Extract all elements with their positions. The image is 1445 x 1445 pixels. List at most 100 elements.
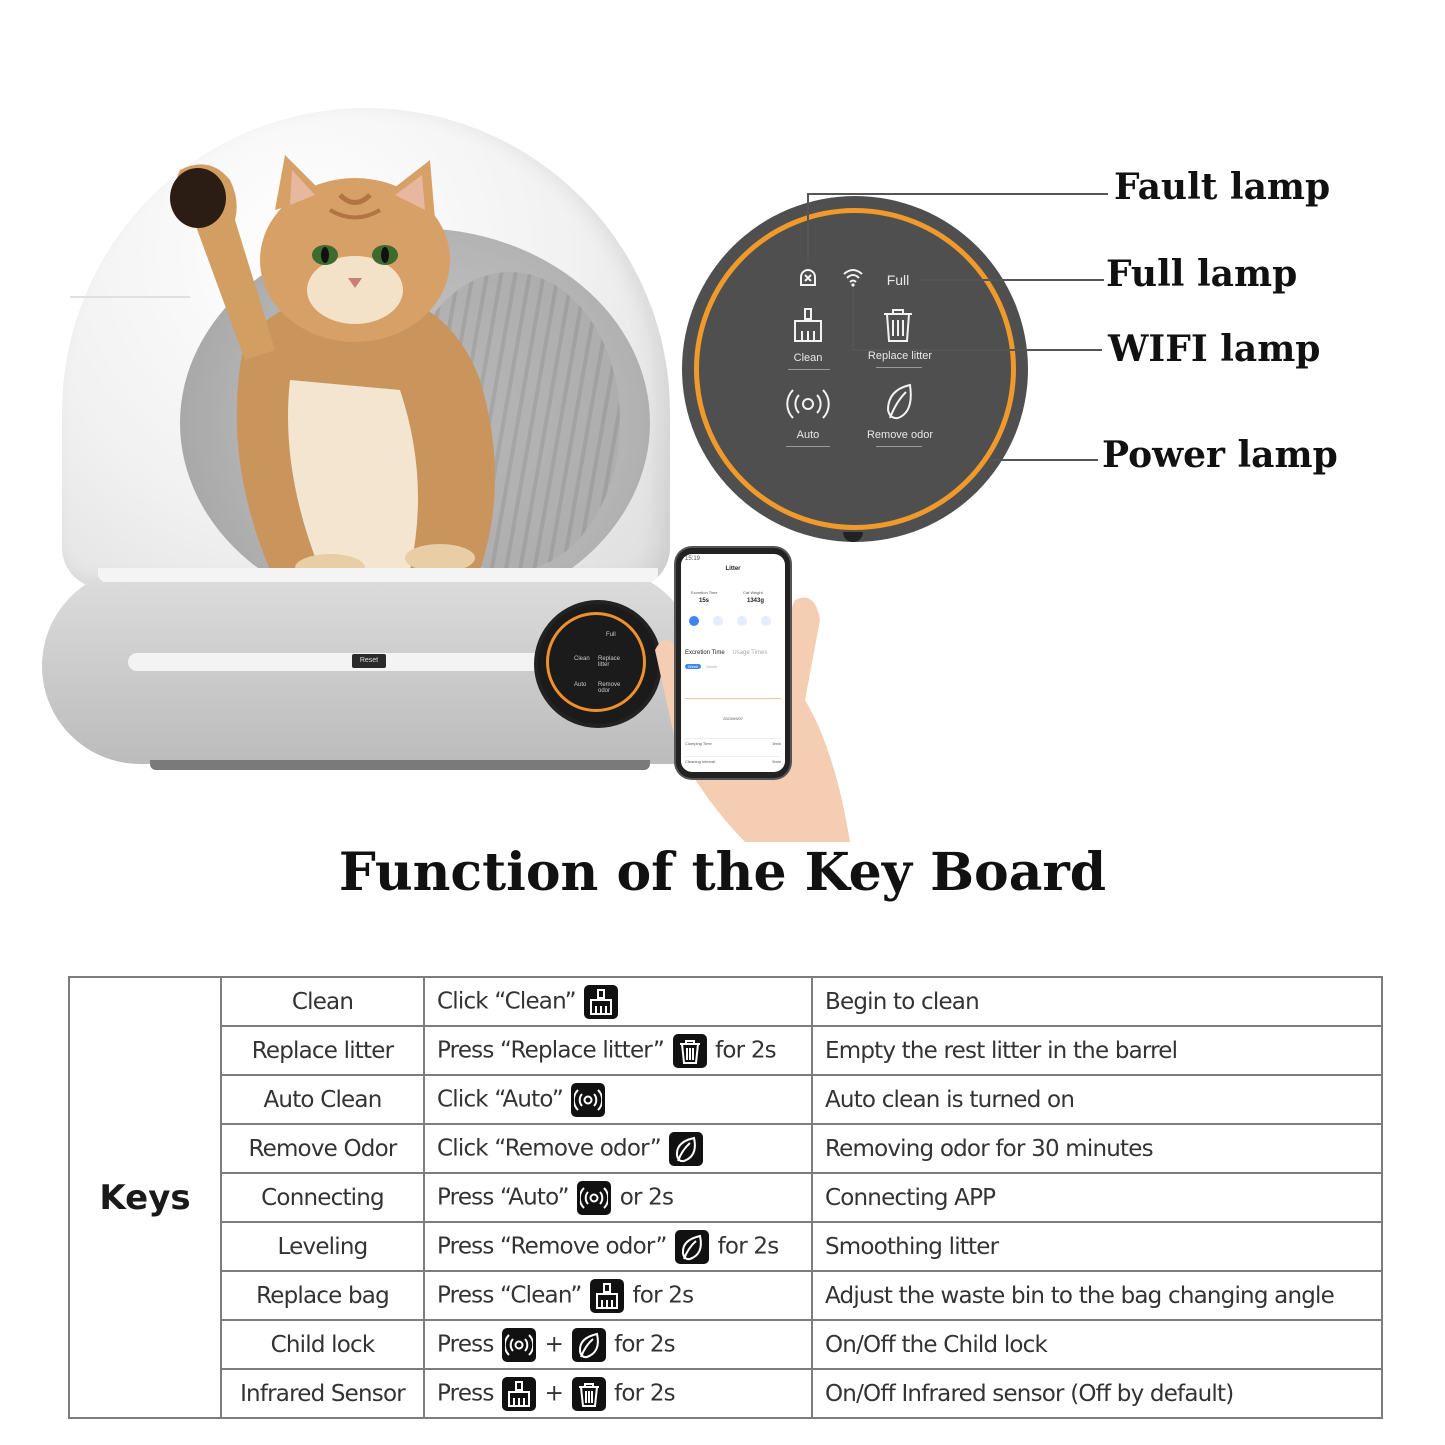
action-text: Click “Clean” xyxy=(437,988,577,1014)
remove-underline xyxy=(876,446,922,447)
wifi-lamp-callout: WIFI lamp xyxy=(1108,328,1321,370)
broom-icon xyxy=(584,984,619,1019)
keys-header: Keys xyxy=(68,976,222,1419)
key-name: Remove Odor xyxy=(220,1123,425,1174)
base-foot xyxy=(150,760,650,770)
signal-icon[interactable] xyxy=(786,386,830,422)
stat-label-excretion: Excretion Time xyxy=(691,590,718,595)
base-light-strip xyxy=(128,653,568,671)
key-description: Auto clean is turned on xyxy=(811,1074,1383,1125)
key-action: Press “Clean” for 2s xyxy=(423,1270,813,1321)
setting-interval-value: 5min xyxy=(772,759,781,764)
key-description: Empty the rest litter in the barrel xyxy=(811,1025,1383,1076)
broom-icon[interactable] xyxy=(790,306,826,344)
action-suffix: for 2s xyxy=(614,1331,676,1357)
mini-remove-label: Remove odor xyxy=(598,682,621,694)
replace-underline xyxy=(876,367,922,368)
tab-usage-times[interactable]: Usage Times xyxy=(732,650,768,656)
wifi-callout-drop xyxy=(852,288,854,350)
action-text: Press “Replace litter” xyxy=(437,1037,665,1063)
fault-callout-line xyxy=(808,193,1108,195)
leaf-icon[interactable] xyxy=(884,382,916,422)
base-rim xyxy=(98,568,658,582)
setting-clumping-label: Clumping Time xyxy=(685,741,712,746)
key-description: Removing odor for 30 minutes xyxy=(811,1123,1383,1174)
clean-button-label[interactable]: Clean xyxy=(793,352,823,364)
setting-interval[interactable]: Cleaning Interval 5min xyxy=(685,756,781,764)
setting-interval-label: Cleaning Interval xyxy=(685,759,716,764)
auto-button-label[interactable]: Auto xyxy=(796,429,820,441)
setting-clumping[interactable]: Clumping Time 3min xyxy=(685,738,781,746)
key-description: Smoothing litter xyxy=(811,1221,1383,1272)
key-description: Connecting APP xyxy=(811,1172,1383,1223)
action-text: Press “Auto” xyxy=(437,1184,570,1210)
tab-excretion-time[interactable]: Excretion Time xyxy=(685,650,725,656)
full-lamp-callout: Full lamp xyxy=(1106,253,1298,295)
power-callout-line xyxy=(990,459,1098,461)
app-level-button[interactable] xyxy=(737,616,747,626)
leaf-icon xyxy=(571,1327,606,1362)
power-lamp-callout: Power lamp xyxy=(1102,434,1338,476)
app-clean-button[interactable] xyxy=(713,616,723,626)
wifi-icon xyxy=(843,269,863,287)
table-row: Remove Odor Click “Remove odor” Removing … xyxy=(69,1123,1383,1174)
stat-value-weight: 1343g xyxy=(747,598,765,604)
leaf-icon xyxy=(675,1229,710,1264)
app-screen: 15:19 Litter Excretion Time Cat Weight 1… xyxy=(681,554,785,772)
action-text: Press xyxy=(437,1331,494,1357)
action-text: Press xyxy=(437,1380,494,1406)
wifi-callout-line xyxy=(852,349,1102,351)
action-text: Press “Clean” xyxy=(437,1282,582,1308)
clean-underline xyxy=(788,369,830,370)
key-action: Press “Remove odor” for 2s xyxy=(423,1221,813,1272)
key-description: On/Off the Child lock xyxy=(811,1319,1383,1370)
key-action: Click “Auto” xyxy=(423,1074,813,1125)
remove-odor-button-label[interactable]: Remove odor xyxy=(866,429,934,441)
app-range-chips: Week Month xyxy=(685,664,781,669)
app-mode-button[interactable] xyxy=(689,616,699,626)
key-description: Adjust the waste bin to the bag changing… xyxy=(811,1270,1383,1321)
key-action: Click “Remove odor” xyxy=(423,1123,813,1174)
app-section-tabs: Excretion Time Usage Times xyxy=(685,650,781,656)
trash-icon xyxy=(672,1033,707,1068)
cat-illustration xyxy=(170,155,495,580)
key-description: Begin to clean xyxy=(811,976,1383,1027)
app-chart-line xyxy=(685,698,781,699)
mini-replace-label: Replace litter xyxy=(598,656,621,668)
key-action: Press “Auto” or 2s xyxy=(423,1172,813,1223)
key-action: Press + for 2s xyxy=(423,1368,813,1419)
action-suffix: for 2s xyxy=(717,1233,780,1259)
fault-icon xyxy=(800,269,816,286)
signal-icon xyxy=(577,1180,612,1215)
app-date: 2023/09/07 xyxy=(722,716,744,721)
trash-icon[interactable] xyxy=(880,306,916,344)
key-name: Infrared Sensor xyxy=(220,1368,425,1419)
leaf-icon xyxy=(669,1131,704,1166)
status-time: 15:19 xyxy=(685,556,701,562)
app-title: Litter xyxy=(725,566,741,572)
key-name: Replace litter xyxy=(220,1025,425,1076)
key-name: Leveling xyxy=(220,1221,425,1272)
replace-litter-button-label[interactable]: Replace litter xyxy=(867,350,933,362)
mini-full-label: Full xyxy=(606,632,616,638)
stat-label-weight: Cat Weight xyxy=(743,590,763,595)
app-empty-button[interactable] xyxy=(761,616,771,626)
chip-week[interactable]: Week xyxy=(685,664,702,669)
panel-nub xyxy=(843,532,863,542)
fault-callout-drop xyxy=(807,193,809,263)
action-suffix: for 2s xyxy=(614,1380,676,1406)
reset-button[interactable]: Reset xyxy=(352,654,386,668)
mini-clean-label: Clean xyxy=(574,656,590,662)
chip-month[interactable]: Month xyxy=(706,664,718,669)
key-name: Connecting xyxy=(220,1172,425,1223)
full-lamp-label: Full xyxy=(886,272,910,288)
page-title: Function of the Key Board xyxy=(338,842,1107,903)
action-text: Click “Remove odor” xyxy=(437,1135,662,1161)
